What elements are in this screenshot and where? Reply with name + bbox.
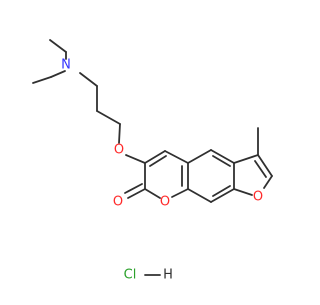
- hydrogen-atom-label: H: [163, 268, 173, 283]
- bond: [49, 39, 67, 53]
- bond: [257, 154, 273, 177]
- nitrogen-atom-label: N: [61, 58, 71, 73]
- bond: [32, 76, 52, 84]
- ether-oxygen-label: O: [114, 143, 124, 158]
- bond: [210, 188, 235, 203]
- bond: [212, 185, 231, 197]
- bond: [254, 160, 267, 178]
- carbonyl-oxygen-label: O: [113, 195, 123, 210]
- structure-canvas: N O O O O Cl H: [32, 39, 273, 283]
- bonds: [32, 39, 273, 276]
- bond: [233, 188, 253, 196]
- bond: [233, 154, 259, 164]
- bond: [187, 149, 212, 164]
- bond: [144, 150, 166, 164]
- bond: [210, 149, 235, 164]
- bond: [212, 155, 231, 167]
- bond: [149, 155, 167, 167]
- bond: [187, 188, 212, 203]
- bond: [164, 150, 189, 164]
- bond: [79, 72, 98, 87]
- molecule-structure: N O O O O Cl H: [32, 39, 273, 283]
- chlorine-atom-label: Cl: [124, 268, 137, 283]
- atom-labels: N O O O O Cl H: [61, 58, 263, 283]
- bond: [144, 188, 161, 199]
- bond: [127, 188, 146, 199]
- furan-oxygen-label: O: [253, 190, 263, 205]
- bond: [50, 70, 66, 78]
- bond: [125, 154, 146, 164]
- bond: [118, 123, 121, 144]
- bond: [171, 188, 189, 198]
- bond: [124, 183, 143, 194]
- bond: [263, 175, 273, 189]
- bond: [96, 110, 121, 125]
- lactone-oxygen-label: O: [160, 195, 170, 210]
